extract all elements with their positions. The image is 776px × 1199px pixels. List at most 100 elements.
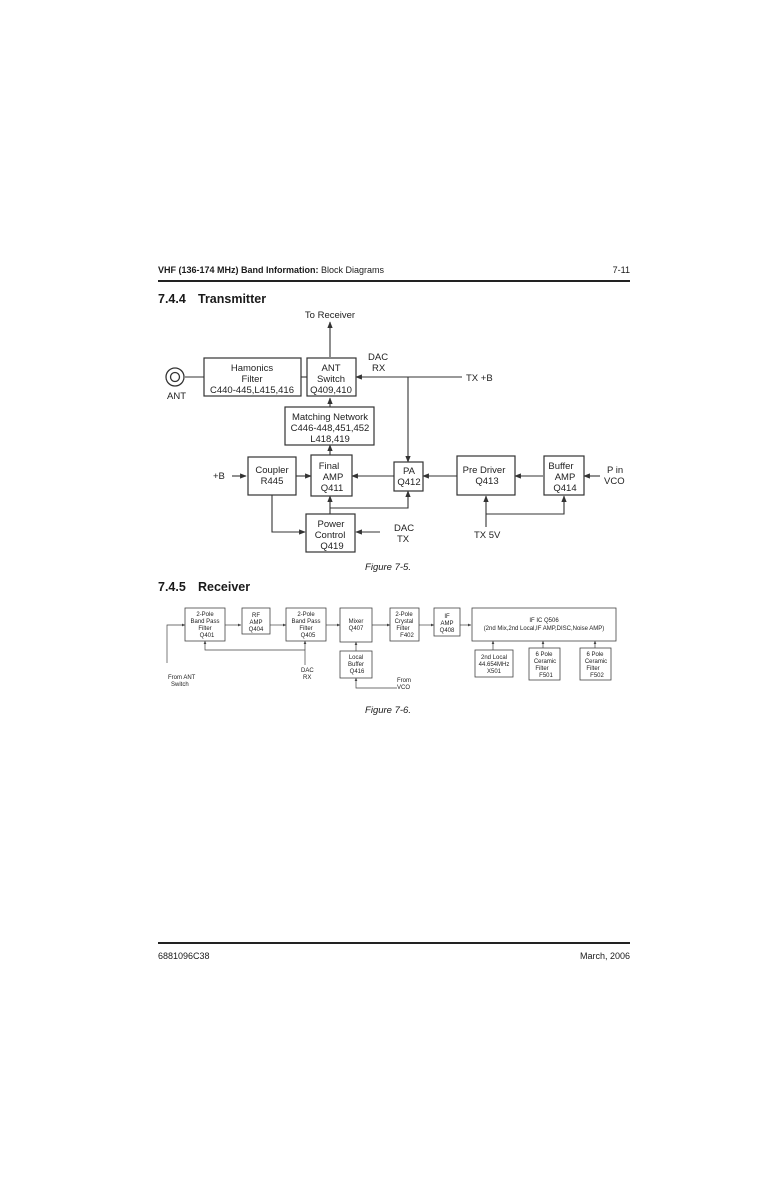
block-mixer: Mixer Q407 (339, 607, 373, 643)
page-number: 7-11 (612, 265, 630, 275)
svg-text:IF: IF (444, 614, 450, 620)
svg-text:Mixer: Mixer (349, 619, 364, 625)
svg-text:Filter: Filter (241, 374, 262, 385)
p-in-label: P in (607, 465, 623, 476)
figure-caption-7-6: Figure 7-6. (365, 705, 411, 716)
block-buffer-amp: Buffer AMP Q414 (543, 455, 585, 496)
svg-text:Filter: Filter (586, 666, 599, 672)
svg-text:2-Pole: 2-Pole (297, 612, 315, 618)
header-rule (158, 280, 630, 282)
block-pa: PA Q412 (393, 461, 424, 492)
svg-text:Switch: Switch (317, 374, 345, 385)
section-title: Receiver (198, 580, 251, 594)
footer-date: March, 2006 (579, 951, 630, 961)
block-coupler: Coupler R445 (247, 456, 297, 496)
svg-text:AMP: AMP (249, 620, 262, 626)
block-final-amp: Final AMP Q411 (310, 454, 353, 497)
doc-number: 6881096C38 (158, 951, 210, 961)
svg-text:ANT: ANT (322, 363, 341, 374)
svg-text:Q409,410: Q409,410 (310, 385, 352, 396)
svg-text:6 Pole: 6 Pole (535, 652, 553, 658)
svg-text:Q404: Q404 (249, 627, 264, 633)
section-number: 7.4.4 (158, 292, 186, 306)
svg-text:L418,419: L418,419 (310, 434, 350, 445)
svg-text:Q416: Q416 (350, 669, 365, 675)
receiver-diagram: 2-Pole Band Pass Filter Q401 RF AMP Q404… (166, 607, 617, 691)
page-header: VHF (136-174 MHz) Band Information: Bloc… (158, 265, 384, 275)
dac-tx-label-line2: TX (397, 534, 410, 545)
ant-label: ANT (167, 391, 186, 402)
svg-text:Power: Power (318, 519, 345, 530)
svg-text:Pre Driver: Pre Driver (463, 465, 506, 476)
svg-text:Matching Network: Matching Network (292, 412, 368, 423)
section-number: 7.4.5 (158, 580, 186, 594)
block-f501: 6 Pole Ceramic Filter F501 (528, 647, 561, 681)
svg-text:Q412: Q412 (397, 477, 420, 488)
block-local-buffer: Local Buffer Q416 (339, 650, 373, 679)
block-if-amp: IF AMP Q408 (433, 607, 461, 637)
to-receiver-label: To Receiver (305, 310, 355, 321)
block-crystal-filter: 2-Pole Crystal Filter F402 (389, 607, 420, 642)
from-vco-label-line1: From (397, 678, 411, 684)
svg-text:(2nd Mix,2nd Local,IF AMP,DISC: (2nd Mix,2nd Local,IF AMP,DISC,Noise AMP… (484, 626, 605, 632)
block-bpf-q401: 2-Pole Band Pass Filter Q401 (184, 607, 226, 642)
svg-text:Hamonics: Hamonics (231, 363, 273, 374)
rx-dac-label-line1: DAC (301, 668, 314, 674)
svg-text:Filter: Filter (198, 626, 211, 632)
svg-text:AMP: AMP (555, 472, 576, 483)
svg-text:Filter: Filter (396, 626, 409, 632)
svg-text:Buffer: Buffer (348, 662, 364, 668)
svg-text:44.654MHz: 44.654MHz (479, 662, 510, 668)
svg-text:2-Pole: 2-Pole (196, 612, 214, 618)
svg-text:Q411: Q411 (321, 483, 344, 494)
header-title-bold: VHF (136-174 MHz) Band Information: (158, 265, 319, 275)
footer-rule (158, 942, 630, 944)
block-if-ic: IF IC Q506 (2nd Mix,2nd Local,IF AMP,DIS… (471, 607, 617, 642)
svg-text:C446-448,451,452: C446-448,451,452 (291, 423, 370, 434)
svg-text:RF: RF (252, 613, 260, 619)
svg-text:Q401: Q401 (200, 633, 215, 639)
svg-text:Q413: Q413 (475, 476, 498, 487)
svg-text:PA: PA (403, 466, 416, 477)
block-rf-amp: RF AMP Q404 (241, 607, 271, 635)
svg-text:Final: Final (319, 461, 340, 472)
svg-text:AMP: AMP (440, 621, 453, 627)
svg-text:Coupler: Coupler (255, 465, 288, 476)
block-pre-driver: Pre Driver Q413 (456, 455, 516, 496)
svg-text:Q408: Q408 (440, 628, 455, 634)
from-ant-label-line2: Switch (171, 682, 189, 688)
block-harmonics-filter: Hamonics Filter C440-445,L415,416 (203, 357, 302, 397)
vco-label: VCO (604, 476, 625, 487)
dac-rx-label-line1: DAC (368, 352, 388, 363)
wire-tx5v-buffer (486, 495, 567, 515)
svg-text:Band Pass: Band Pass (291, 619, 320, 625)
header-title-rest: Block Diagrams (318, 265, 385, 275)
svg-text:C440-445,L415,416: C440-445,L415,416 (210, 385, 294, 396)
svg-text:2nd Local: 2nd Local (481, 655, 507, 661)
svg-text:Q419: Q419 (320, 541, 343, 552)
wire-coupler-power (271, 495, 306, 535)
wire-from-ant (166, 623, 186, 663)
svg-text:Ceramic: Ceramic (534, 659, 556, 665)
wire-dacrx-bpf1 (203, 640, 306, 665)
svg-text:Ceramic: Ceramic (585, 659, 607, 665)
block-bpf-q405: 2-Pole Band Pass Filter Q405 (285, 607, 327, 642)
svg-text:Crystal: Crystal (395, 619, 414, 625)
svg-text:F502: F502 (590, 673, 604, 679)
block-ant-switch: ANT Switch Q409,410 (306, 357, 357, 397)
svg-text:IF IC Q506: IF IC Q506 (529, 618, 559, 624)
svg-text:X501: X501 (487, 669, 502, 675)
svg-text:Band Pass: Band Pass (190, 619, 219, 625)
from-vco-label-line2: VCO (397, 685, 410, 691)
wire-vco-localbuffer (354, 677, 397, 689)
svg-text:Local: Local (349, 655, 363, 661)
transmitter-diagram: ANT To Receiver Hamonics Filter C440-445… (165, 310, 625, 553)
block-f502: 6 Pole Ceramic Filter F502 (579, 647, 612, 681)
svg-text:Q405: Q405 (301, 633, 316, 639)
svg-text:Filter: Filter (535, 666, 548, 672)
svg-text:Q407: Q407 (349, 626, 364, 632)
rx-dac-label-line2: RX (303, 675, 311, 681)
tx-5v-label: TX 5V (474, 530, 501, 541)
from-ant-label-line1: From ANT (168, 675, 196, 681)
